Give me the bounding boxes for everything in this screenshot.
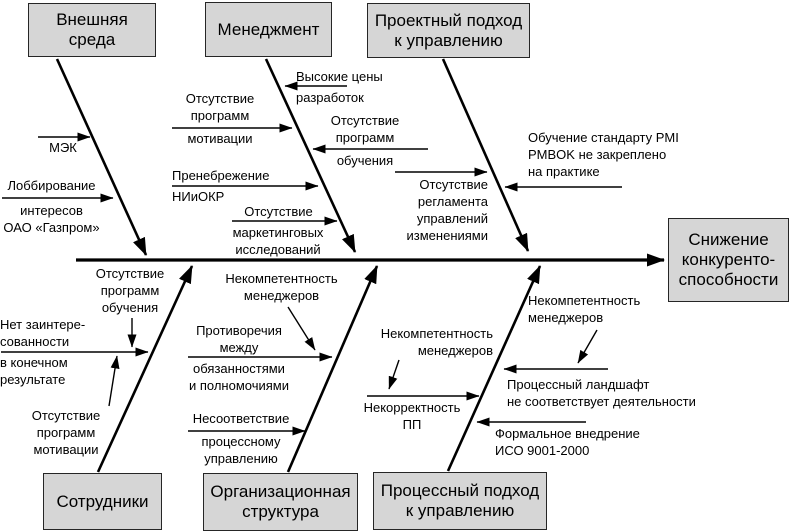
label-mismatch-below: процессному управлению: [201, 434, 281, 466]
label-motivation-staff: Отсутствие программ мотивации: [31, 408, 101, 457]
label-training-mgmt-above: Отсутствие программ: [330, 113, 400, 145]
label-motivation-mgmt-below: мотивации: [187, 131, 253, 146]
label-no-reglament: Отсутствие регламента управлений изменен…: [406, 177, 488, 243]
category-box-org-structure: Организационная структура: [203, 473, 358, 531]
category-box-staff: Сотрудники: [43, 473, 162, 530]
label-high-prices-below: разработок: [296, 90, 364, 105]
label-process-landscape: Процессный ландшафт не соответствует дея…: [507, 377, 696, 409]
label-neglect-above: Пренебрежение: [172, 168, 270, 183]
category-label-environment: Внешняя среда: [56, 10, 128, 49]
category-label-org-structure: Организационная структура: [210, 482, 351, 521]
arrow-incompetence-proc-left: [388, 359, 400, 390]
effect-box: Снижение конкуренто- способности: [668, 218, 789, 302]
label-training-mgmt-below: обучения: [336, 153, 394, 168]
category-box-project: Проектный подход к управлению: [367, 3, 530, 58]
arrow-motivation-staff: [108, 355, 120, 407]
label-mismatch-above: Несоответствие: [192, 411, 290, 426]
label-marketing-above: Отсутствие: [244, 204, 313, 219]
label-formal-iso: Формальное внедрение ИСО 9001-2000: [495, 426, 640, 458]
label-incompetence-proc-right: Некомпетентность менеджеров: [528, 293, 641, 325]
label-lobbying-above: Лоббирование: [7, 178, 96, 193]
label-no-interest-above: Нет заинтере- сованности: [0, 317, 86, 349]
label-high-prices-above: Высокие цены: [296, 69, 383, 84]
category-box-management: Менеджмент: [205, 2, 332, 57]
bone-staff: [96, 265, 194, 473]
effect-label: Снижение конкуренто- способности: [678, 230, 779, 289]
label-mek: МЭК: [49, 140, 77, 155]
label-contradictions-above: Противоречия между: [196, 323, 282, 355]
label-neglect-below: НИиОКР: [172, 189, 225, 204]
label-incompetence-org: Некомпетентность менеджеров: [225, 271, 338, 303]
label-incompetence-proc-left: Некомпетентность менеджеров: [380, 326, 493, 358]
label-incorrect-pp: Некорректность ПП: [363, 400, 461, 432]
category-box-environment: Внешняя среда: [28, 3, 156, 57]
category-label-management: Менеджмент: [217, 19, 320, 39]
label-training-staff: Отсутствие программ обучения: [95, 266, 165, 315]
bone-project: [441, 58, 530, 252]
label-motivation-mgmt-above: Отсутствие программ: [185, 91, 255, 123]
category-label-process: Процессный подход к управлению: [380, 481, 540, 520]
bone-process: [446, 265, 542, 472]
bone-environment: [55, 58, 148, 256]
category-label-staff: Сотрудники: [56, 491, 149, 511]
label-no-interest-below: в конечном результате: [0, 355, 68, 387]
category-label-project: Проектный подход к управлению: [374, 10, 523, 50]
category-box-process: Процессный подход к управлению: [373, 472, 547, 530]
bone-org-structure: [286, 265, 379, 473]
label-lobbying-below: интересов ОАО «Газпром»: [3, 203, 100, 235]
bone-management: [264, 58, 357, 253]
arrow-incompetence-org: [287, 306, 316, 351]
label-contradictions-below: обязанностями и полномочиями: [188, 361, 289, 393]
label-pmi-pmbok: Обучение стандарту PMI PMBOK не закрепле…: [528, 130, 679, 179]
arrow-incompetence-proc-right: [577, 329, 598, 364]
label-marketing-below: маркетинговых исследований: [232, 225, 324, 257]
